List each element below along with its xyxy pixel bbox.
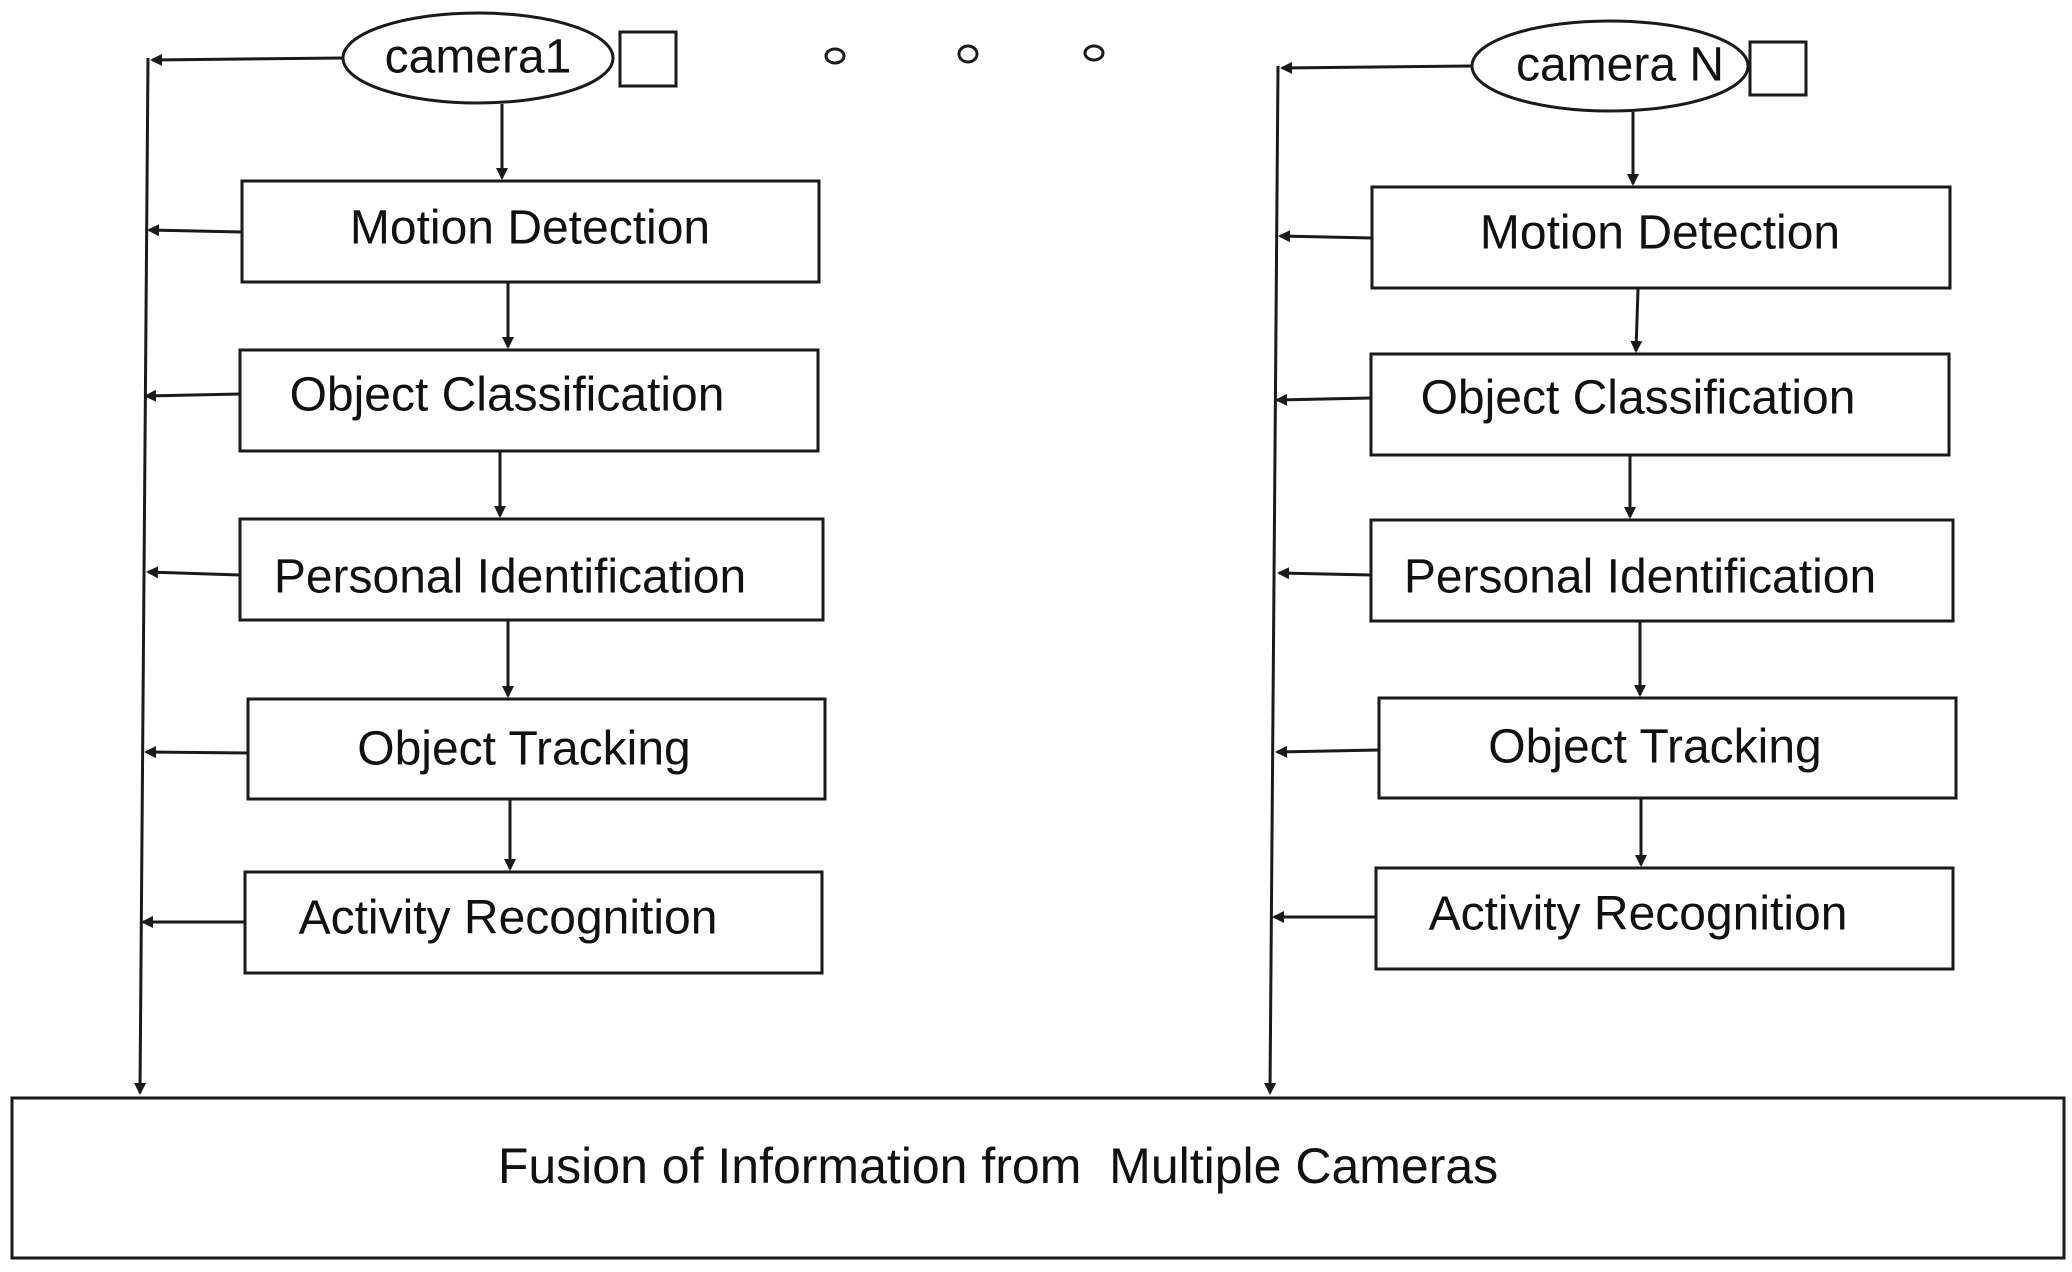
camera-1-stage-label-classification: Object Classification <box>290 369 725 422</box>
camera-1-side-arrow <box>150 53 344 66</box>
camera-1-side-arrow <box>144 746 249 759</box>
camera-n-output-bus <box>1264 65 1280 1095</box>
camera-1-stage-box-motion <box>240 179 821 284</box>
camera-n-side-arrow <box>1275 393 1372 406</box>
camera-n-stage-box-tracking <box>1377 696 1958 800</box>
camera-n-stage-label-tracking: Object Tracking <box>1488 721 1821 774</box>
more-cameras-ellipsis <box>824 44 1105 65</box>
camera-1-stage-label-tracking: Object Tracking <box>357 723 690 776</box>
camera-n-label: camera N <box>1516 39 1724 92</box>
camera-1-lens-icon <box>618 30 678 88</box>
camera-n-flow-arrow <box>1630 288 1643 353</box>
camera-n-stage-label-identification: Personal Identification <box>1404 551 1876 604</box>
camera-1-stage-label-identification: Personal Identification <box>274 551 746 604</box>
fusion-box <box>10 1096 2066 1260</box>
camera-1-side-arrow <box>146 566 241 579</box>
ellipsis-dot <box>957 44 979 64</box>
fusion-block: Fusion of Information from Multiple Came… <box>10 1096 2066 1260</box>
camera-1-pipeline: camera1 Motion Detection Object Classifi… <box>134 11 827 1095</box>
camera-1-stage-label-activity: Activity Recognition <box>299 892 718 945</box>
camera-1-stage-label-motion: Motion Detection <box>350 202 710 255</box>
camera-n-stage-label-motion: Motion Detection <box>1480 207 1840 260</box>
camera-n-stage-box-classification <box>1369 352 1951 457</box>
camera-1-stage-box-tracking <box>246 697 827 801</box>
camera-1-stage-box-identification <box>238 517 825 622</box>
fusion-label: Fusion of Information from Multiple Came… <box>498 1138 1498 1194</box>
camera-1-label: camera1 <box>385 31 572 84</box>
camera-n-pipeline: camera N Motion Detection Object Classif… <box>1264 19 1958 1095</box>
camera-n-stage-box-identification <box>1369 518 1955 623</box>
camera-n-stage-box-activity <box>1374 866 1955 971</box>
ellipsis-dot <box>1083 44 1105 62</box>
camera-n-stage-label-activity: Activity Recognition <box>1429 888 1848 941</box>
camera-1-output-bus <box>134 57 150 1095</box>
camera-1-stage-box-classification <box>238 348 820 453</box>
camera-n-lens-icon <box>1748 40 1808 97</box>
camera-n-side-arrow <box>1280 61 1473 74</box>
camera-n-stage-label-classification: Object Classification <box>1421 372 1856 425</box>
camera-1-stage-box-activity <box>243 870 824 975</box>
camera-n-side-arrow <box>1275 745 1380 758</box>
camera-n-side-arrow <box>1278 230 1373 243</box>
camera-1-side-arrow <box>147 224 243 237</box>
camera-1-side-arrow <box>144 389 241 402</box>
camera-n-stage-box-motion <box>1370 185 1952 290</box>
camera-n-side-arrow <box>1277 567 1372 580</box>
ellipsis-dot <box>824 47 846 65</box>
